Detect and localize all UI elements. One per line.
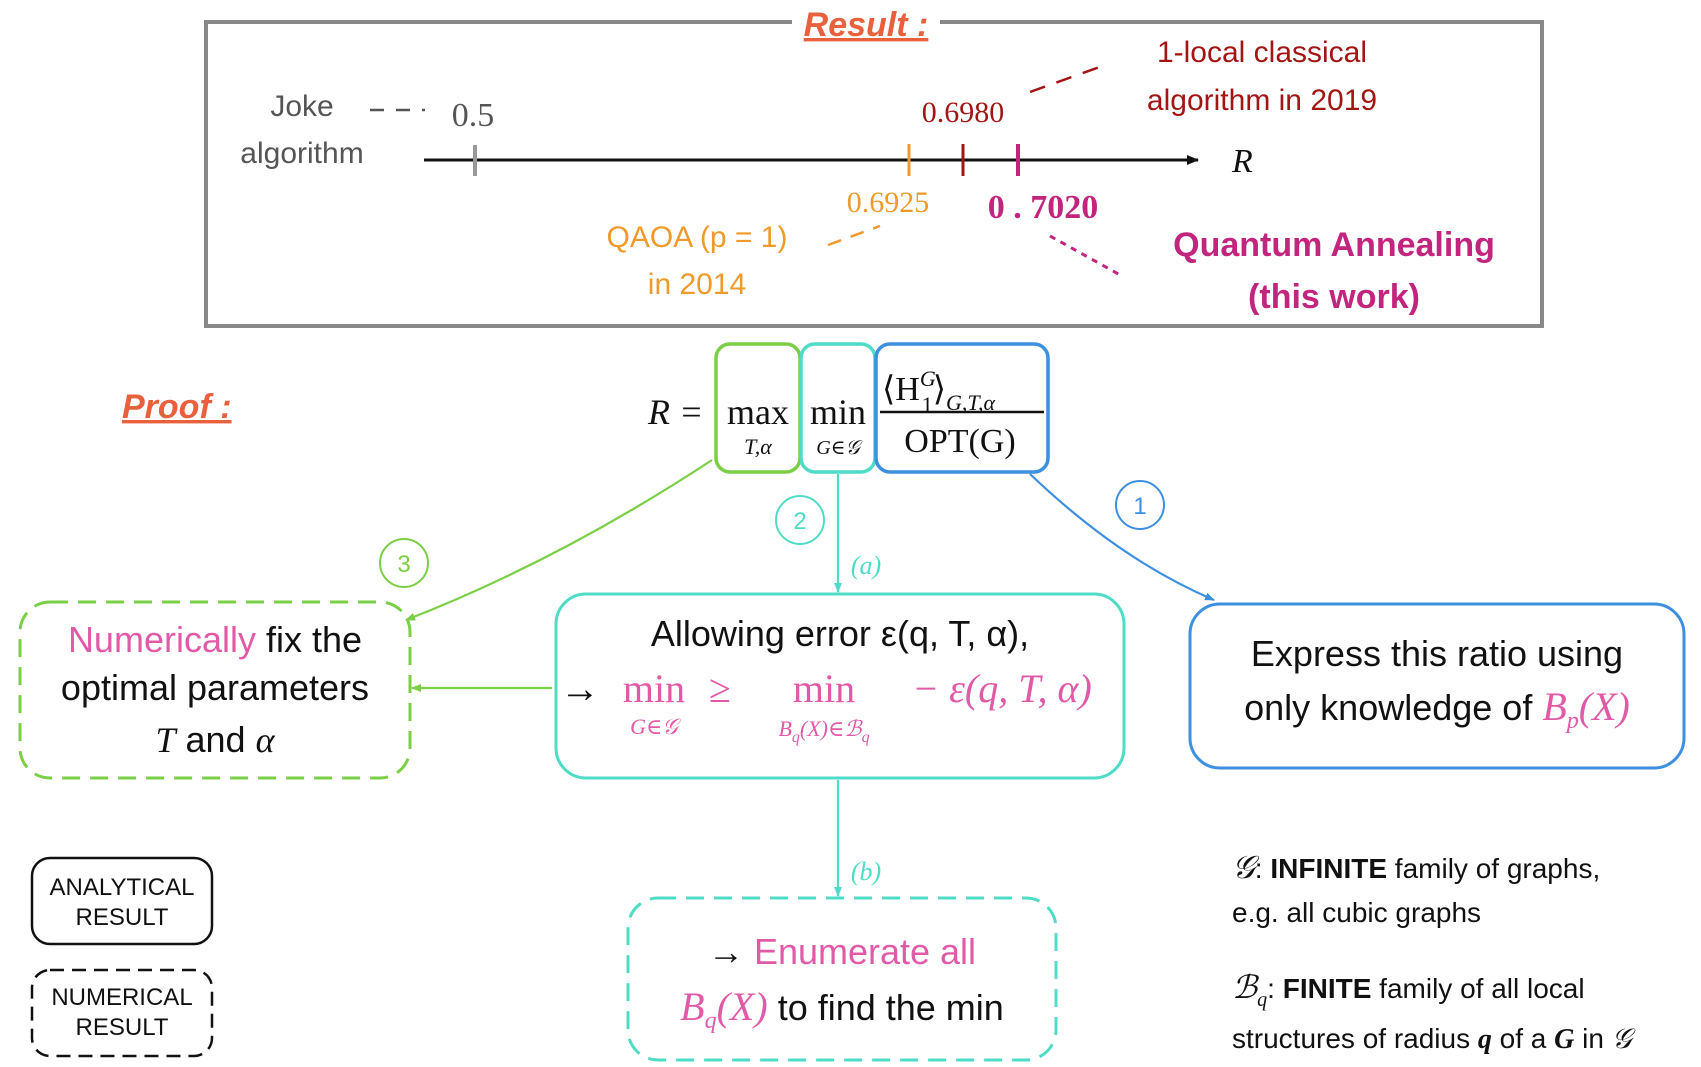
ratio-box (874, 342, 1050, 474)
allowing-geq: ≥ (709, 666, 731, 711)
express-line2: only knowledge of Bp(X) (1244, 684, 1630, 734)
qa-label-line2: (this work) (1248, 278, 1420, 316)
step-2-label: 2 (793, 508, 806, 535)
classical-label-line1: 1-local classical (1157, 36, 1367, 69)
tick-07020-label: 0 . 7020 (988, 189, 1099, 226)
step-3-label: 3 (397, 551, 410, 578)
formula-denominator: OPT(G) (904, 423, 1015, 460)
enumerate-line2: Bq(X) to find the min (680, 984, 1004, 1034)
allowing-line1: Allowing error ε(q, T, α), (651, 613, 1029, 654)
tick-06980-label: 0.6980 (922, 96, 1005, 129)
legend-analytical-line1: ANALYTICAL (50, 874, 195, 901)
allowing-eps: − ε(q, T, α) (912, 666, 1092, 711)
formula-max-sub: T,α (744, 434, 772, 459)
numerically-line1: Numerically fix the (68, 619, 362, 660)
formula-lhs: R = (647, 392, 703, 432)
step-1-label: 1 (1133, 493, 1146, 520)
allowing-box (554, 592, 1126, 780)
classical-label-line2: algorithm in 2019 (1147, 84, 1377, 117)
formula-min: min (810, 392, 866, 432)
classical-dash (1029, 62, 1109, 94)
note-g-line1: 𝒢: INFINITE family of graphs, (1232, 849, 1600, 885)
arrow-1 (1029, 473, 1215, 602)
enumerate-box (626, 896, 1058, 1062)
step-2-circle (775, 495, 825, 545)
legend-numerical-line1: NUMERICAL (51, 984, 192, 1011)
allowing-min2-sub: Bq(X)∈ℬq (778, 716, 869, 746)
qaoa-label-line1: QAOA (p = 1) (607, 221, 788, 254)
step-3-circle (379, 538, 429, 588)
legend-numerical-box (30, 968, 214, 1058)
tick-05-label: 0.5 (452, 97, 495, 134)
note-b-line2: structures of radius q of a G in 𝒢 (1232, 1023, 1636, 1055)
arrow-3 (405, 459, 713, 622)
formula-max: max (727, 392, 789, 432)
numerically-line2: optimal parameters (61, 667, 369, 708)
qaoa-dash (827, 224, 881, 247)
allowing-min1-sub: G∈𝒢 (630, 714, 681, 739)
allowing-arrow: → (560, 666, 600, 711)
note-b-line1: ℬq: FINITE family of all local (1232, 969, 1585, 1011)
enumerate-line1: → Enumerate all (708, 931, 976, 972)
r-axis-label: R (1231, 143, 1253, 180)
formula-min-sub: G∈𝒢 (816, 437, 863, 459)
arrow-b-label: (b) (851, 857, 881, 886)
allowing-min1: min (623, 666, 685, 711)
joke-label-line2: algorithm (240, 137, 363, 170)
step-1-circle (1115, 480, 1165, 530)
joke-label-line1: Joke (270, 90, 333, 123)
legend-analytical-line2: RESULT (76, 904, 169, 931)
result-heading: Result : (804, 6, 929, 44)
result-heading-bg (792, 8, 940, 44)
legend-numerical-line2: RESULT (76, 1014, 169, 1041)
arrow-a-label: (a) (851, 551, 881, 580)
qa-label-line1: Quantum Annealing (1173, 226, 1495, 264)
express-box (1188, 602, 1686, 770)
legend-analytical-box (30, 856, 214, 946)
qaoa-label-line2: in 2014 (648, 268, 746, 301)
tick-06925-label: 0.6925 (847, 186, 930, 219)
allowing-min2: min (793, 666, 855, 711)
proof-heading: Proof : (122, 388, 232, 426)
numerically-line3: T and α (155, 719, 275, 760)
qa-dash (1049, 234, 1123, 278)
note-g-line2: e.g. all cubic graphs (1232, 897, 1481, 928)
numerically-box (18, 600, 412, 780)
express-line1: Express this ratio using (1251, 633, 1623, 674)
